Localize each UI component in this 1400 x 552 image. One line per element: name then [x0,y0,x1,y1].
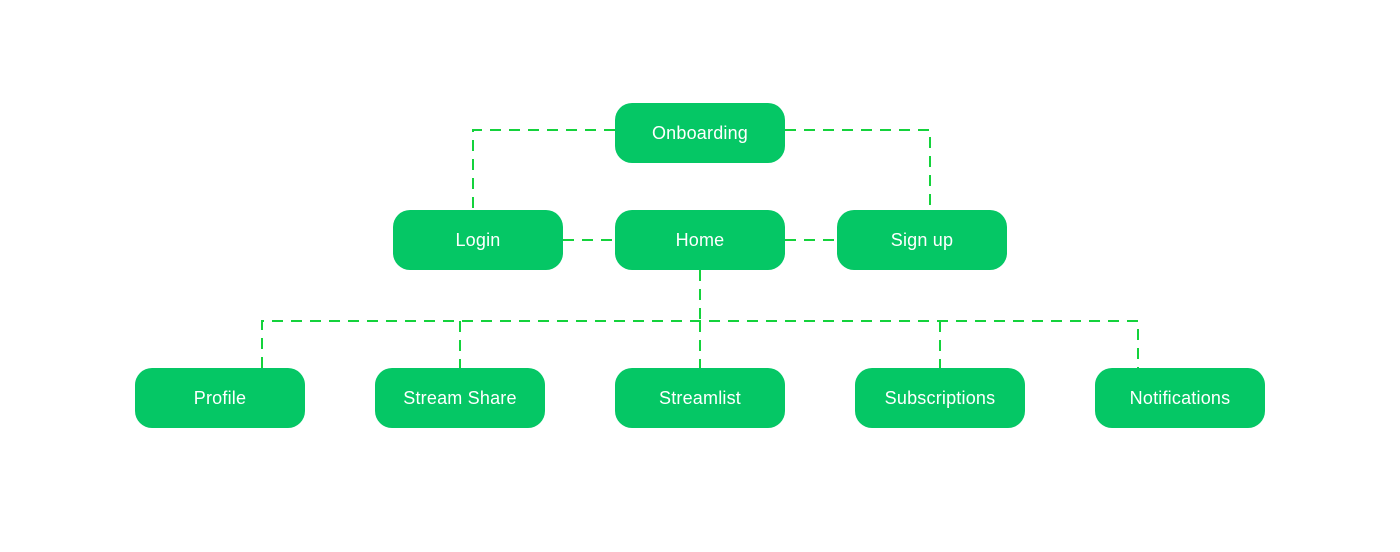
node-subscriptions[interactable]: Subscriptions [855,368,1025,428]
node-login[interactable]: Login [393,210,563,270]
node-signup-label: Sign up [890,229,954,250]
edge-onboarding-signup [785,129,931,210]
node-home-label: Home [675,229,725,250]
node-streamlist-label: Streamlist [658,387,741,408]
node-stream-share[interactable]: Stream Share [375,368,545,428]
node-onboarding[interactable]: Onboarding [615,103,785,163]
connector-group [261,129,1139,368]
node-home[interactable]: Home [615,210,785,270]
node-notifications-label: Notifications [1129,387,1231,408]
node-login-label: Login [455,229,501,250]
node-notifications[interactable]: Notifications [1095,368,1265,428]
node-subscriptions-label: Subscriptions [884,387,996,408]
node-profile-label: Profile [193,387,247,408]
node-signup[interactable]: Sign up [837,210,1007,270]
edge-onboarding-login [472,129,615,210]
node-streamlist[interactable]: Streamlist [615,368,785,428]
node-stream-share-label: Stream Share [403,387,517,408]
node-onboarding-label: Onboarding [651,122,749,143]
node-profile[interactable]: Profile [135,368,305,428]
